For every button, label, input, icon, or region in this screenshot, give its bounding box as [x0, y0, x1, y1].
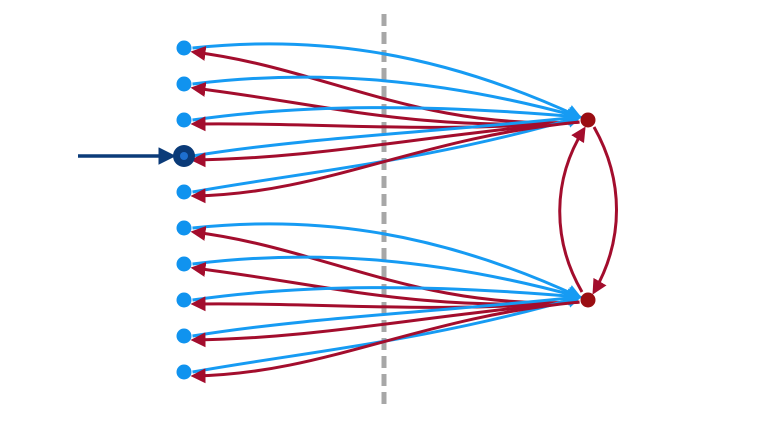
- edge-return-a4: [190, 120, 580, 168]
- edge-forward-b4: [192, 290, 583, 338]
- edge-forward-a1: [192, 42, 583, 119]
- edge-return-b5: [190, 300, 580, 384]
- node-b3: [176, 292, 192, 308]
- node-b2: [176, 256, 192, 272]
- node-b1: [176, 220, 192, 236]
- hub-lower-node: [580, 292, 596, 308]
- node-b5: [176, 364, 192, 380]
- edge-forward-a3: [192, 106, 583, 124]
- node-b4: [176, 328, 192, 344]
- node-a5: [176, 184, 192, 200]
- edge-return-a3: [190, 116, 580, 132]
- edge-forward-a2: [192, 75, 583, 122]
- node-a2: [176, 76, 192, 92]
- edge-forward-b5: [192, 293, 583, 374]
- edge-forward-b2: [192, 255, 583, 302]
- edge-forward-b3: [192, 286, 583, 304]
- node-a3: [176, 112, 192, 128]
- hub-upper-node: [580, 112, 596, 128]
- edge-return-a5: [190, 120, 580, 204]
- edge-return-b3: [190, 296, 580, 312]
- edge-forward-a4: [192, 110, 583, 158]
- edge-hub-upper-to-hub-lower: [592, 126, 618, 295]
- start-node-core: [180, 152, 188, 160]
- edge-hub-lower-to-hub-upper: [558, 126, 586, 293]
- node-a1: [176, 40, 192, 56]
- edge-forward-b1: [192, 222, 583, 299]
- edge-forward-a5: [192, 113, 583, 194]
- edge-return-b4: [190, 300, 580, 348]
